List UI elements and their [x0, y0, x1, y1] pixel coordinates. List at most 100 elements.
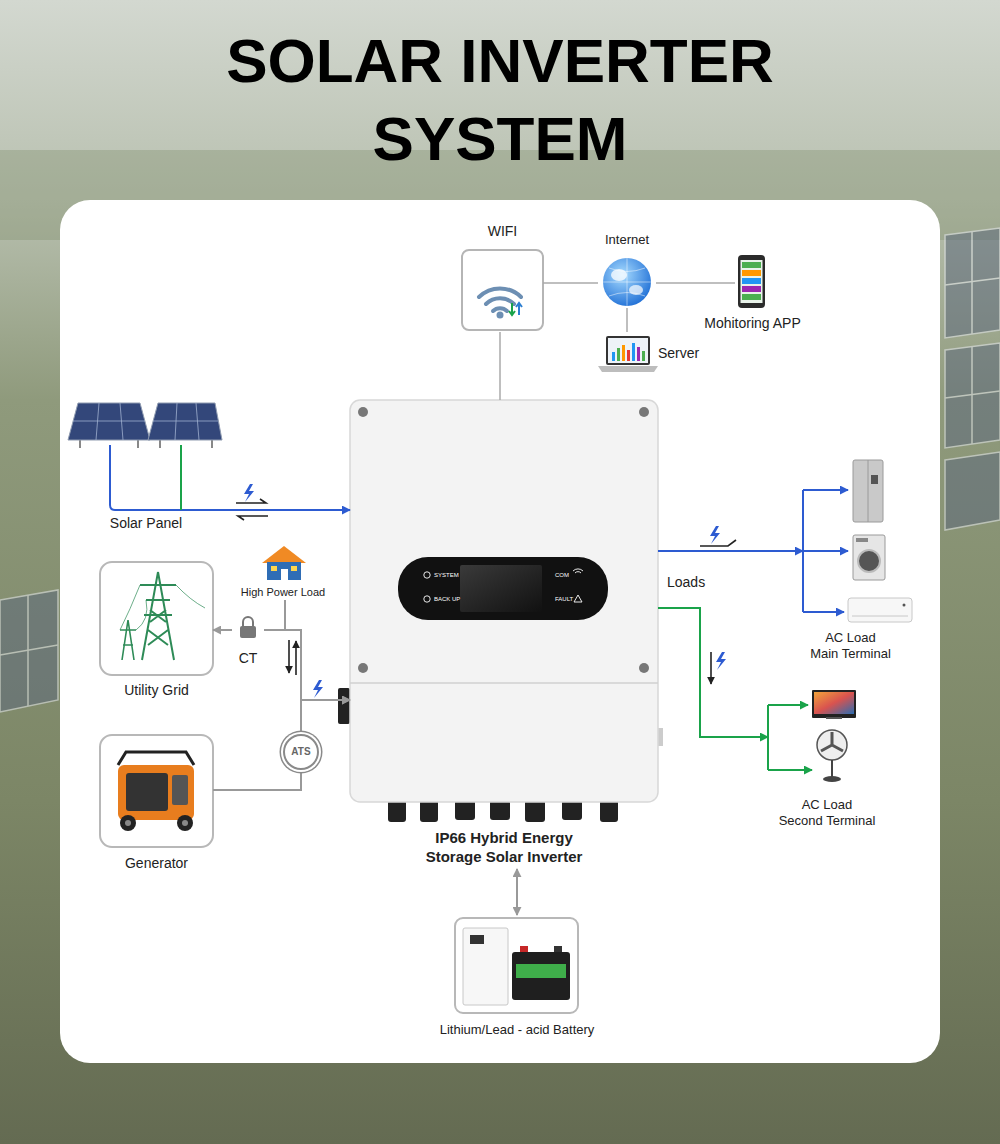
phone-icon [742, 262, 761, 268]
second-terminal-loads [812, 690, 856, 718]
inverter-housing [525, 800, 545, 822]
laptop-icon [627, 350, 630, 361]
wifi-icon [479, 288, 521, 297]
solar-panel-icon [148, 403, 222, 440]
inverter-housing [420, 800, 438, 822]
main-terminal-loads [803, 489, 848, 491]
solar-panel-icon [79, 440, 81, 448]
solar-panel-icon [68, 403, 227, 510]
main-terminal-loads [852, 616, 908, 617]
battery-icon [516, 964, 566, 978]
ct-lock-icon [240, 626, 256, 638]
inverter-housing [398, 557, 608, 620]
wire [695, 282, 735, 284]
utility-grid-icon [140, 572, 176, 660]
power-flow-symbol [244, 484, 254, 502]
inverter-housing [460, 565, 542, 612]
second-terminal-loads [716, 652, 726, 670]
connector [626, 308, 628, 332]
generator-icon [118, 765, 194, 820]
battery-icon [455, 918, 578, 1013]
bidirectional-arrows [295, 641, 297, 675]
generator-icon [100, 735, 213, 847]
inverter-housing [573, 569, 583, 573]
second-terminal-loads [826, 717, 842, 719]
main-terminal-loads [700, 460, 912, 622]
node-label: CT [232, 650, 264, 666]
main-terminal-loads [871, 475, 878, 484]
ct-lock-icon [243, 617, 253, 627]
generator-icon [100, 735, 213, 847]
laptop-icon [612, 352, 615, 361]
icon-space [232, 542, 334, 584]
phone-icon [742, 270, 761, 276]
connector [213, 629, 232, 631]
second-terminal-loads [817, 730, 847, 760]
icon-space [65, 398, 227, 514]
wifi-icon [462, 250, 543, 330]
background-photo [945, 343, 1000, 448]
display-label: COM [555, 571, 569, 579]
connector [301, 700, 350, 734]
laptop-icon [622, 345, 625, 361]
page-title: SOLAR INVERTER SYSTEM [150, 22, 850, 178]
battery-icon [520, 946, 528, 952]
battery-icon [554, 946, 562, 952]
laptop-icon [608, 338, 648, 363]
wifi-icon [493, 308, 507, 311]
phone-icon [741, 260, 763, 303]
load-terminal-node: AC Load Main Terminal [803, 455, 898, 662]
connector [213, 770, 301, 790]
laptop-icon [598, 336, 658, 372]
node-label: AC Load Main Terminal [807, 630, 895, 662]
background-photo [945, 278, 1000, 285]
globe-icon [603, 258, 651, 306]
laptop-icon [598, 366, 658, 372]
background-photo [0, 645, 58, 655]
solar-panel-icon [159, 440, 161, 448]
app-node: Mohitoring APP [695, 252, 810, 332]
connector [543, 282, 598, 284]
generator-icon [182, 820, 188, 826]
icon-space [768, 686, 886, 797]
solar-panel-icon [73, 403, 218, 440]
node-label: Mohitoring APP [695, 314, 810, 332]
node-label: Utility Grid [100, 681, 213, 699]
connector [658, 550, 803, 552]
laptop-icon [606, 336, 650, 365]
utility-grid-icon [100, 562, 213, 675]
generator-icon [177, 815, 193, 831]
second-terminal-loads [814, 692, 854, 714]
edge-label: Loads [665, 573, 707, 591]
house-load-node: High Power Load [232, 542, 334, 600]
house-icon [271, 566, 277, 571]
node-label: Generator [100, 854, 213, 872]
grid-node: Utility Grid [100, 562, 213, 699]
house-icon [267, 562, 301, 580]
main-terminal-loads [858, 550, 880, 572]
inverter-housing [358, 663, 368, 673]
generator-node: Generator [100, 735, 213, 872]
icon-space [695, 252, 810, 314]
utility-grid-icon [120, 585, 205, 630]
inverter-housing [639, 663, 649, 673]
laptop-icon [637, 347, 640, 361]
icon-space [803, 455, 898, 630]
connector [264, 630, 350, 700]
main-terminal-loads [848, 598, 912, 622]
power-flow-symbol [238, 516, 268, 520]
icon-space [100, 735, 213, 854]
display-label: BACK UP [434, 595, 460, 603]
node-label: Lithium/Lead - acid Battery [412, 1021, 622, 1039]
generator-icon [125, 820, 131, 826]
icon-space [462, 240, 543, 332]
wifi-node: WIFI [462, 222, 543, 332]
globe-icon [603, 258, 651, 306]
load-terminal-node: AC Load Second Terminal [768, 686, 886, 829]
second-terminal-loads [821, 732, 843, 751]
second-terminal-loads [768, 769, 812, 771]
inverter-housing [338, 400, 663, 822]
phone-icon [742, 294, 761, 300]
battery-icon [463, 928, 508, 1005]
inverter-housing [424, 572, 430, 578]
